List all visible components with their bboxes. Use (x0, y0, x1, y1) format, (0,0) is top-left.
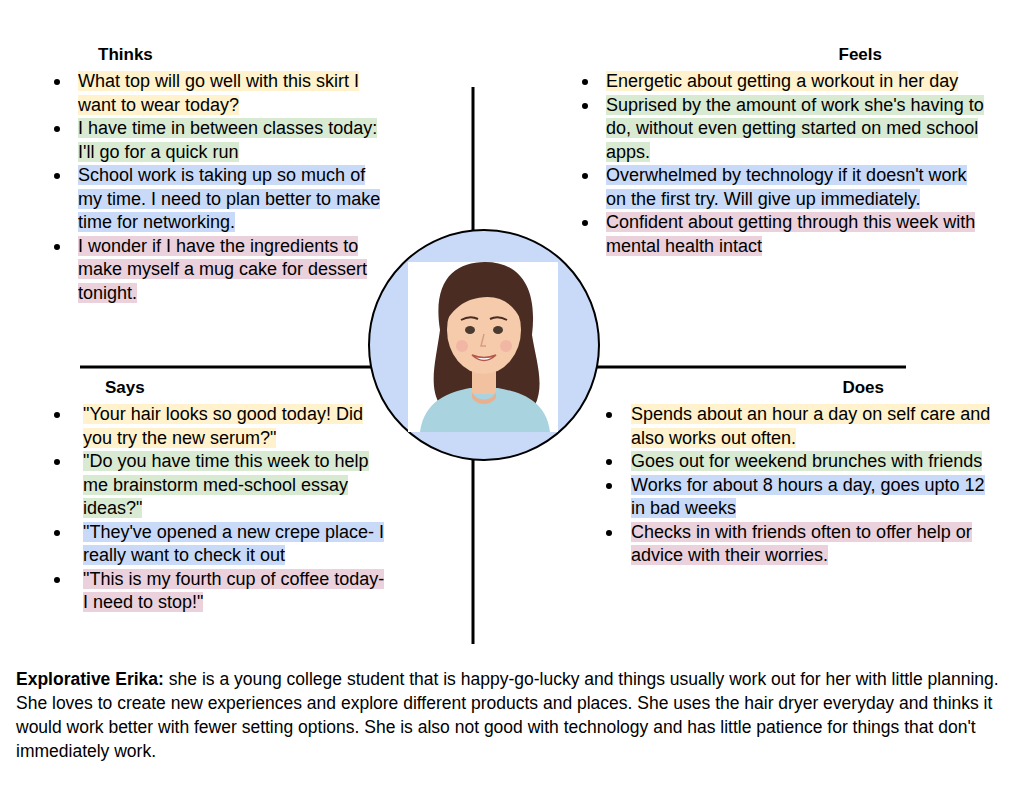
bullet-text-wrap: Goes out for weekend brunches with frien… (631, 450, 992, 474)
empathy-quadrant: ThinksWhat top will go well with this sk… (50, 44, 385, 305)
bullet-row: I wonder if I have the ingredients to ma… (50, 235, 385, 306)
highlighted-text: "Do you have time this week to help me b… (83, 451, 369, 518)
bullet-text-wrap: I have time in between classes today: I'… (78, 117, 385, 164)
bullet-row: "Do you have time this week to help me b… (50, 450, 386, 521)
bullet-dot (582, 220, 588, 226)
bullet-text-wrap: Suprised by the amount of work she's hav… (606, 94, 990, 165)
bullet-dot (582, 79, 588, 85)
persona-caption: Explorative Erika:she is a young college… (16, 667, 1006, 763)
highlighted-text: Overwhelmed by technology if it doesn't … (606, 165, 967, 209)
bullet-text-wrap: Overwhelmed by technology if it doesn't … (606, 164, 990, 211)
quadrant-heading: Does (602, 377, 992, 399)
bullet-row: Works for about 8 hours a day, goes upto… (602, 474, 992, 521)
bullet-text-wrap: What top will go well with this skirt I … (78, 70, 385, 117)
highlighted-text: Spends about an hour a day on self care … (631, 404, 990, 448)
bullet-text-wrap: I wonder if I have the ingredients to ma… (78, 235, 385, 306)
bullet-row: School work is taking up so much of my t… (50, 164, 385, 235)
bullet-dot (606, 483, 612, 489)
bullet-text-wrap: Checks in with friends often to offer he… (631, 521, 992, 568)
bullet-row: "Your hair looks so good today! Did you … (50, 403, 386, 450)
bullet-row: Energetic about getting a workout in her… (578, 70, 990, 94)
quadrant-heading: Thinks (50, 44, 385, 66)
bullet-text-wrap: "They've opened a new crepe place- I rea… (83, 521, 386, 568)
bullet-dot (54, 79, 60, 85)
bullet-text-wrap: "This is my fourth cup of coffee today- … (83, 568, 386, 615)
highlighted-text: Energetic about getting a workout in her… (606, 71, 958, 91)
quadrant-heading: Says (50, 377, 386, 399)
highlighted-text: I have time in between classes today: I'… (78, 118, 377, 162)
bullet-dot (582, 103, 588, 109)
bullet-row: Spends about an hour a day on self care … (602, 403, 992, 450)
highlighted-text: School work is taking up so much of my t… (78, 165, 380, 232)
empathy-quadrant: DoesSpends about an hour a day on self c… (602, 377, 992, 568)
bullet-dot (54, 577, 60, 583)
bullet-dot (606, 412, 612, 418)
bullet-dot (606, 459, 612, 465)
bullet-text-wrap: Confident about getting through this wee… (606, 211, 990, 258)
quadrant-heading: Feels (578, 44, 990, 66)
center-circle (369, 230, 599, 460)
highlighted-text: I wonder if I have the ingredients to ma… (78, 236, 367, 303)
bullet-row: What top will go well with this skirt I … (50, 70, 385, 117)
bullet-dot (54, 244, 60, 250)
bullet-row: Overwhelmed by technology if it doesn't … (578, 164, 990, 211)
bullet-row: "They've opened a new crepe place- I rea… (50, 521, 386, 568)
highlighted-text: Goes out for weekend brunches with frien… (631, 451, 982, 471)
empathy-quadrant: FeelsEnergetic about getting a workout i… (578, 44, 990, 258)
bullet-dot (54, 173, 60, 179)
bullet-row: Goes out for weekend brunches with frien… (602, 450, 992, 474)
bullet-dot (606, 530, 612, 536)
bullet-text-wrap: Works for about 8 hours a day, goes upto… (631, 474, 992, 521)
persona-portrait (408, 262, 558, 432)
highlighted-text: What top will go well with this skirt I … (78, 71, 359, 115)
bullet-row: I have time in between classes today: I'… (50, 117, 385, 164)
bullet-dot (54, 412, 60, 418)
highlighted-text: "This is my fourth cup of coffee today- … (83, 569, 384, 613)
bullet-dot (54, 530, 60, 536)
bullet-text-wrap: "Your hair looks so good today! Did you … (83, 403, 386, 450)
bullet-text-wrap: "Do you have time this week to help me b… (83, 450, 386, 521)
highlighted-text: Suprised by the amount of work she's hav… (606, 95, 984, 162)
bullet-text-wrap: Energetic about getting a workout in her… (606, 70, 990, 94)
bullet-text-wrap: School work is taking up so much of my t… (78, 164, 385, 235)
bullet-text-wrap: Spends about an hour a day on self care … (631, 403, 992, 450)
highlighted-text: "Your hair looks so good today! Did you … (83, 404, 363, 448)
highlighted-text: Works for about 8 hours a day, goes upto… (631, 475, 985, 519)
highlighted-text: Checks in with friends often to offer he… (631, 522, 972, 566)
persona-name: Explorative Erika: (16, 669, 164, 689)
highlighted-text: Confident about getting through this wee… (606, 212, 975, 256)
bullet-row: "This is my fourth cup of coffee today- … (50, 568, 386, 615)
bullet-row: Checks in with friends often to offer he… (602, 521, 992, 568)
bullet-row: Suprised by the amount of work she's hav… (578, 94, 990, 165)
bullet-row: Confident about getting through this wee… (578, 211, 990, 258)
highlighted-text: "They've opened a new crepe place- I rea… (83, 522, 384, 566)
bullet-dot (54, 126, 60, 132)
bullet-dot (582, 173, 588, 179)
empathy-quadrant: Says "Your hair looks so good today! Did … (50, 377, 386, 615)
bullet-dot (54, 459, 60, 465)
